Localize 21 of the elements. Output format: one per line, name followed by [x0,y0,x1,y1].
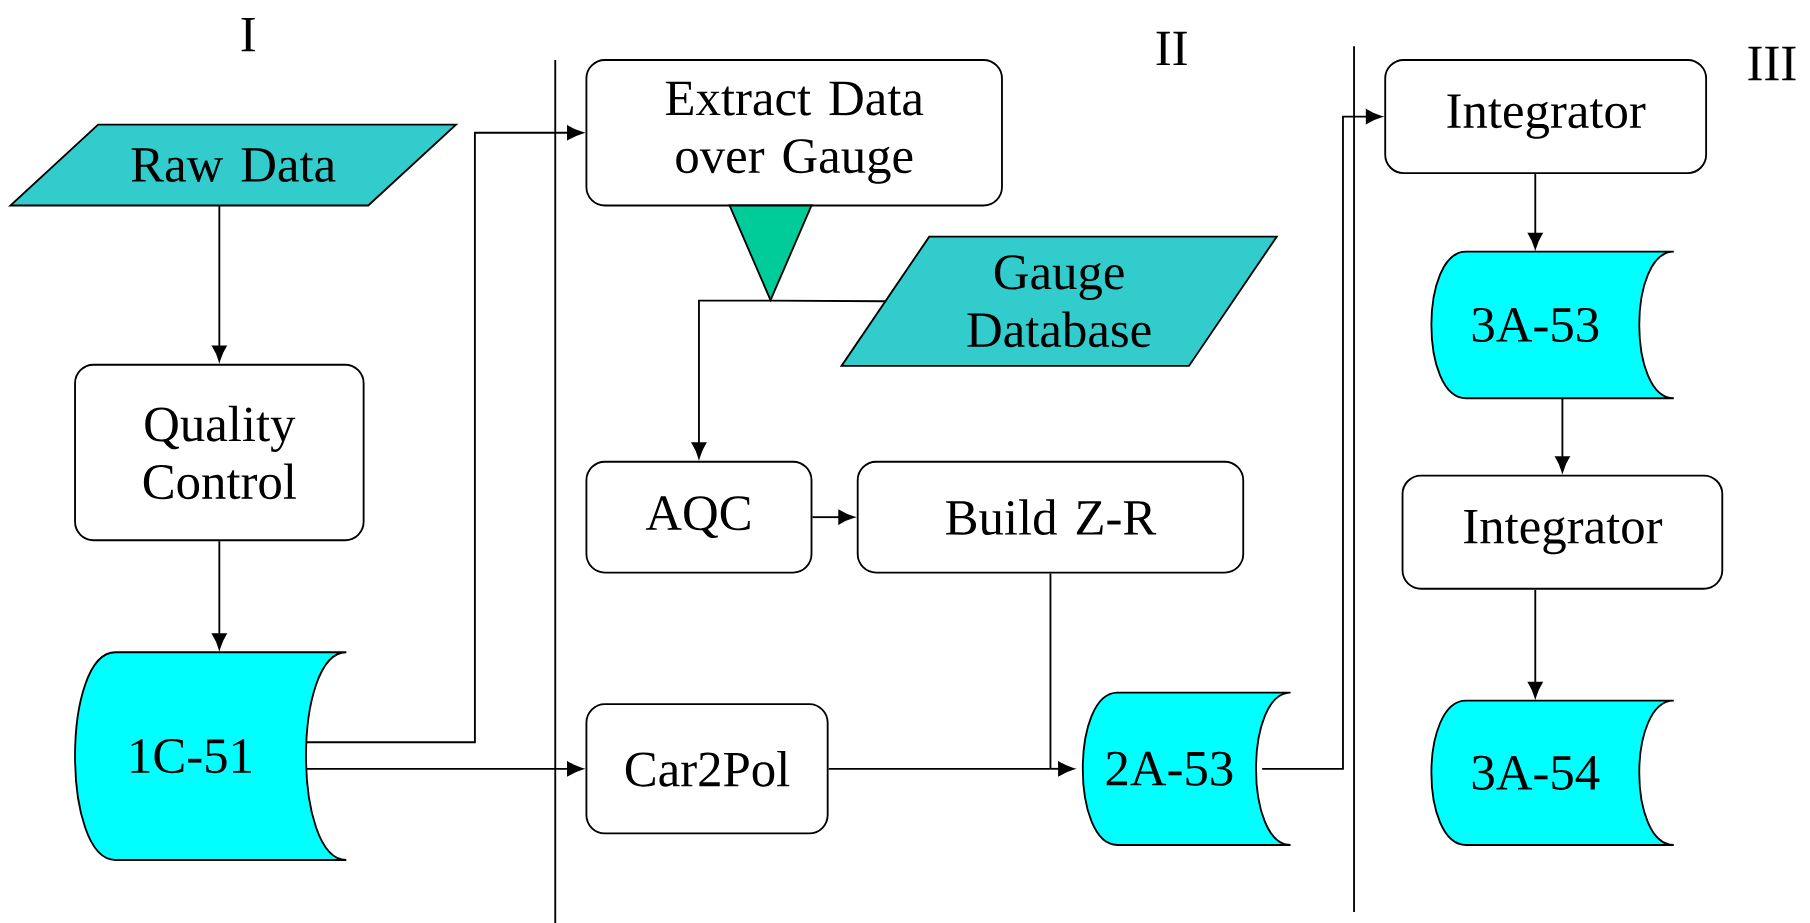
arrow [305,761,584,776]
arrow [212,204,227,362]
process-box: Integrator [1384,58,1708,174]
process-box: Car2Pol [585,703,829,835]
process-box: Quality Control [74,363,365,541]
process-box: Integrator [1401,474,1724,590]
arrow [1555,397,1570,473]
section-numeral: II [1156,31,1187,65]
arrow [811,509,855,525]
arrow [1528,588,1543,698]
process-box: Extract Data over Gauge [585,58,1003,207]
arrow [691,299,772,459]
arrow [212,540,227,650]
arrow [1049,761,1075,776]
process-box: Build Z-R [856,460,1245,574]
arrow [1261,109,1382,770]
process-box: AQC [585,460,813,574]
section-numeral: III [1748,46,1796,80]
section-numeral: I [241,17,255,52]
arrow [305,125,584,743]
arrow [1528,172,1543,249]
